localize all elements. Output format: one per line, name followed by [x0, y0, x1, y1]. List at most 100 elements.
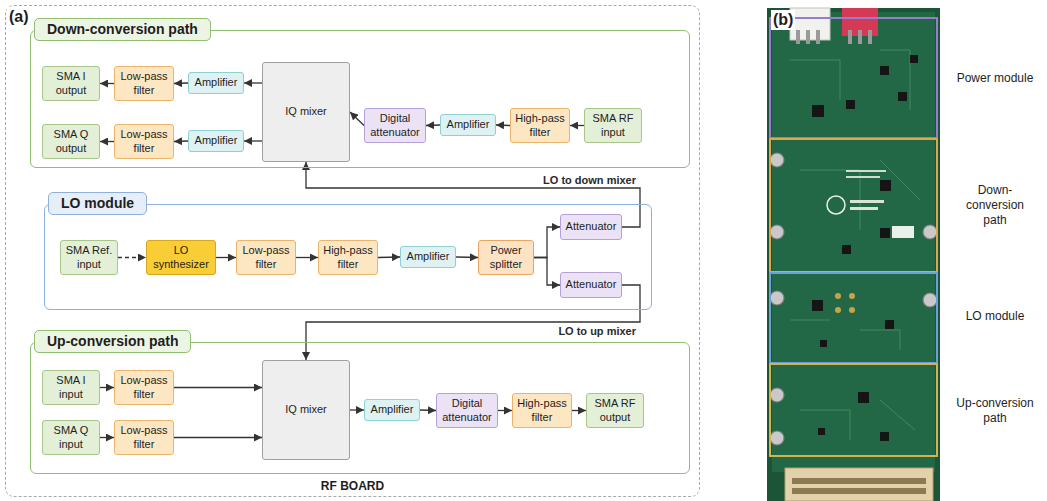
- box-label: High-pass filter: [319, 244, 377, 270]
- signal-arrow: [100, 83, 114, 84]
- signal-arrow: [100, 387, 114, 388]
- signal-arrow: [572, 410, 586, 411]
- filter-box: High-pass filter: [318, 240, 378, 275]
- box-label: SMA Ref. input: [61, 244, 117, 270]
- power-connectors: [790, 8, 878, 44]
- amplifier-box: Amplifier: [188, 72, 244, 94]
- filter-box: Low-pass filter: [236, 240, 296, 275]
- box-label: Amplifier: [368, 403, 417, 416]
- signal-arrow: [100, 141, 114, 142]
- signal-arrow: [570, 125, 584, 126]
- box-label: Power splitter: [479, 244, 533, 270]
- signal-arrow: [534, 227, 560, 258]
- sma-port-box: SMA I output: [42, 66, 100, 101]
- box-label: Amplifier: [192, 134, 241, 147]
- box-label: Low-pass filter: [115, 424, 173, 450]
- module-label: Power module: [946, 71, 1044, 86]
- signal-arrow: [534, 258, 560, 286]
- box-label: SMA RF output: [587, 397, 643, 423]
- logo-mark: [827, 170, 914, 238]
- box-label: SMA Q output: [43, 128, 99, 154]
- synthesizer-box: LO synthesizer: [146, 240, 216, 275]
- signal-arrow: [420, 409, 436, 411]
- attenuator-box: Attenuator: [560, 214, 622, 240]
- sma-port-box: SMA RF input: [584, 108, 642, 143]
- signal-arrow: [296, 257, 318, 258]
- box-label: SMA I input: [43, 374, 99, 400]
- box-label: Low-pass filter: [237, 244, 295, 270]
- signal-arrow: [118, 257, 146, 258]
- signal-arrow: [174, 387, 262, 388]
- box-label: IQ mixer: [282, 105, 330, 118]
- attenuator-box: Digital attenuator: [364, 108, 426, 143]
- pcb-board: [767, 8, 940, 501]
- sma-port-box: SMA RF output: [586, 393, 644, 428]
- sma-port-box: SMA Q input: [42, 420, 100, 455]
- module-outlines: [770, 18, 937, 456]
- amplifier-box: Amplifier: [188, 130, 244, 152]
- amplifier-box: Amplifier: [364, 399, 420, 421]
- filter-box: Low-pass filter: [114, 420, 174, 455]
- signal-arrow: [244, 140, 262, 141]
- box-label: SMA RF input: [585, 112, 641, 138]
- section-heading: Up-conversion path: [34, 330, 191, 353]
- box-label: Amplifier: [192, 76, 241, 89]
- box-label: Attenuator: [563, 278, 620, 291]
- box-label: IQ mixer: [282, 403, 330, 416]
- sma-port-box: SMA I input: [42, 370, 100, 405]
- amplifier-box: Amplifier: [400, 246, 456, 268]
- signal-arrow: [350, 112, 364, 126]
- box-label: Low-pass filter: [115, 70, 173, 96]
- signal-arrow: [174, 437, 262, 438]
- box-label: SMA I output: [43, 70, 99, 96]
- signal-arrow: [456, 256, 478, 258]
- signal-arrow: [244, 82, 262, 83]
- box-label: Digital attenuator: [437, 397, 497, 423]
- box-label: Low-pass filter: [115, 374, 173, 400]
- edge-label: LO to up mixer: [510, 325, 636, 337]
- sma-connectors: [770, 153, 937, 445]
- box-label: High-pass filter: [511, 112, 569, 138]
- signal-arrow: [496, 124, 510, 126]
- module-label: LO module: [946, 309, 1044, 324]
- splitter-box: Power splitter: [478, 240, 534, 275]
- box-label: Amplifier: [404, 250, 453, 263]
- box-label: Attenuator: [563, 220, 620, 233]
- filter-box: Low-pass filter: [114, 124, 174, 159]
- signal-arrow: [100, 437, 114, 438]
- signal-arrow: [350, 409, 364, 410]
- box-label: Low-pass filter: [115, 128, 173, 154]
- box-label: SMA Q input: [43, 424, 99, 450]
- signal-arrow: [378, 256, 400, 258]
- attenuator-box: Digital attenuator: [436, 393, 498, 428]
- signal-arrow: [216, 257, 236, 258]
- attenuator-box: Attenuator: [560, 272, 622, 298]
- edge-label: LO to down mixer: [500, 174, 636, 186]
- amplifier-box: Amplifier: [440, 114, 496, 136]
- chips: [812, 55, 918, 441]
- edge-connector: [785, 468, 933, 501]
- iq-mixer-box: IQ mixer: [262, 62, 350, 162]
- panel-label: (b): [771, 10, 795, 30]
- sma-port-box: SMA Ref. input: [60, 240, 118, 275]
- module-label: Down-conversion path: [958, 183, 1032, 228]
- box-label: LO synthesizer: [147, 244, 215, 270]
- section-heading: Down-conversion path: [34, 18, 211, 41]
- filter-box: Low-pass filter: [114, 66, 174, 101]
- module-label: Up-conversion path: [946, 396, 1044, 426]
- lo-footprint: [835, 293, 855, 313]
- panel-label: (a): [7, 7, 31, 27]
- box-label: High-pass filter: [513, 397, 571, 423]
- section-group: Down-conversion pathSMA I outputLow-pass…: [30, 30, 690, 168]
- section-group: Up-conversion pathSMA I inputLow-pass fi…: [30, 342, 690, 474]
- sma-port-box: SMA Q output: [42, 124, 100, 159]
- signal-arrow: [426, 124, 440, 126]
- board-title: RF BOARD: [6, 479, 699, 493]
- filter-box: Low-pass filter: [114, 370, 174, 405]
- section-group: LO moduleSMA Ref. inputLO synthesizerLow…: [44, 204, 652, 310]
- signal-arrow: [498, 410, 512, 411]
- filter-box: High-pass filter: [510, 108, 570, 143]
- filter-box: High-pass filter: [512, 393, 572, 428]
- board-frame: RF BOARDDown-conversion pathSMA I output…: [5, 5, 700, 497]
- box-label: Amplifier: [444, 118, 493, 131]
